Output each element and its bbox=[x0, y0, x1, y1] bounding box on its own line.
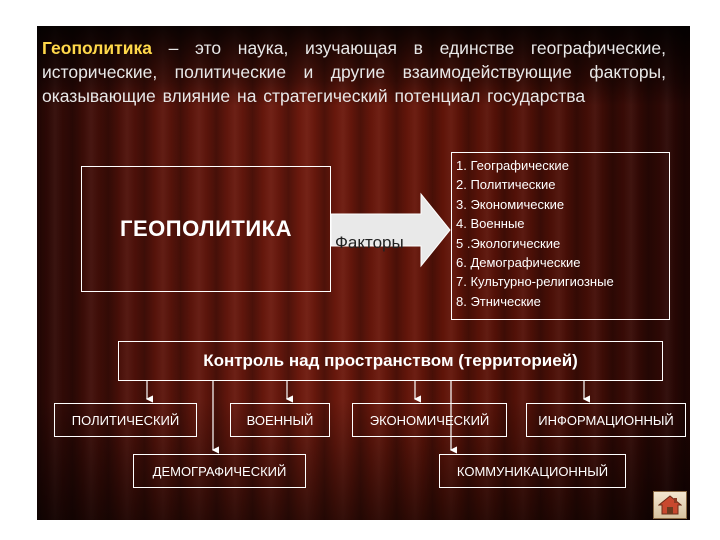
factor-item: 8. Этнические bbox=[456, 293, 541, 309]
home-icon bbox=[658, 495, 682, 515]
geopolitics-box: ГЕОПОЛИТИКА bbox=[81, 166, 331, 292]
type-label: КОММУНИКАЦИОННЫЙ bbox=[456, 463, 609, 479]
type-label: ПОЛИТИЧЕСКИЙ bbox=[71, 412, 180, 428]
factor-item: 6. Демографические bbox=[456, 255, 581, 271]
factor-item: 4. Военные bbox=[456, 216, 525, 232]
geopolitics-box-label: ГЕОПОЛИТИКА bbox=[120, 216, 292, 241]
home-button[interactable] bbox=[653, 491, 687, 519]
type-political: ПОЛИТИЧЕСКИЙ bbox=[54, 403, 197, 437]
factor-list: 1. Географические 2. Политические 3. Эко… bbox=[451, 152, 670, 320]
factor-item: 3. Экономические bbox=[456, 196, 565, 212]
type-economic: ЭКОНОМИЧЕСКИЙ bbox=[352, 403, 507, 437]
factors-arrow bbox=[331, 192, 451, 268]
type-communication: КОММУНИКАЦИОННЫЙ bbox=[439, 454, 626, 488]
type-label: ЭКОНОМИЧЕСКИЙ bbox=[369, 412, 490, 428]
type-label: ДЕМОГРАФИЧЕСКИЙ bbox=[152, 463, 287, 479]
slide: Геополитика – это наука, изучающая в еди… bbox=[37, 26, 690, 520]
factor-item: 5 .Экологические bbox=[456, 235, 561, 251]
type-demographic: ДЕМОГРАФИЧЕСКИЙ bbox=[133, 454, 306, 488]
type-label: ИНФОРМАЦИОННЫЙ bbox=[538, 412, 674, 428]
term-geopolitics: Геополитика bbox=[42, 38, 152, 58]
definition-body: – это наука, изучающая в единстве геогра… bbox=[42, 38, 666, 106]
definition-text: Геополитика – это наука, изучающая в еди… bbox=[42, 36, 666, 108]
factor-item: 2. Политические bbox=[456, 177, 556, 193]
control-box: Контроль над пространством (территорией) bbox=[118, 341, 663, 381]
factor-item: 7. Культурно-религиозные bbox=[456, 274, 614, 290]
type-military: ВОЕННЫЙ bbox=[230, 403, 330, 437]
type-label: ВОЕННЫЙ bbox=[246, 412, 314, 428]
factors-arrow-label: Факторы bbox=[335, 233, 404, 252]
factor-item: 1. Географические bbox=[456, 158, 569, 173]
connector-arrows bbox=[145, 381, 590, 454]
control-box-label: Контроль над пространством (территорией) bbox=[203, 351, 578, 370]
type-informational: ИНФОРМАЦИОННЫЙ bbox=[526, 403, 686, 437]
